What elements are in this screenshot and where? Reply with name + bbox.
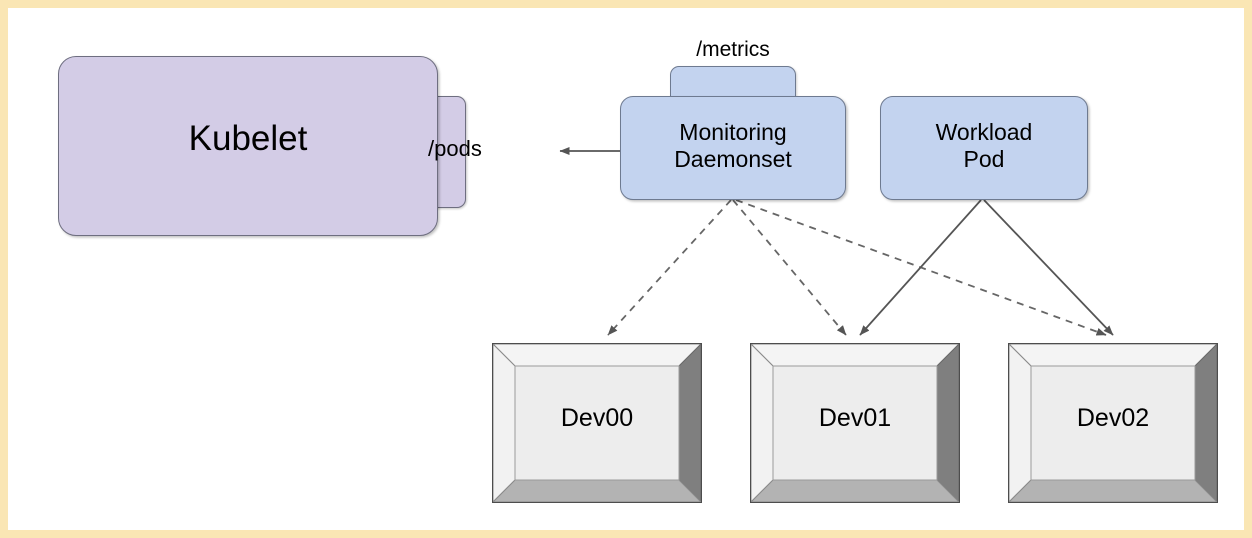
edge-monitoring-to-dev01 [732,199,847,336]
device-node-dev00[interactable]: Dev00 [492,343,702,503]
device-bevel-icon [1009,344,1217,502]
monitoring-daemonset-node[interactable]: Monitoring Daemonset [620,66,846,202]
edge-monitoring-to-dev02 [735,199,1107,336]
kubelet-label: Kubelet [188,119,308,158]
workload-pod-node[interactable]: Workload Pod [880,96,1088,200]
diagram-canvas: Kubelet /pods /metrics Monitoring Daemon… [8,8,1244,530]
edge-workload-to-dev01 [859,199,982,336]
monitoring-daemonset-label: Monitoring Daemonset [674,119,792,173]
workload-pod-label: Workload Pod [935,119,1033,173]
edge-workload-to-dev02 [983,199,1114,336]
device-bevel-icon [751,344,959,502]
edge-monitoring-to-dev00 [607,199,732,336]
device-node-dev02[interactable]: Dev02 [1008,343,1218,503]
metrics-port-label: /metrics [696,38,770,61]
pods-port-label: /pods [428,136,482,161]
device-bevel-icon [493,344,701,502]
kubelet-box[interactable]: Kubelet [58,56,438,236]
device-node-dev01[interactable]: Dev01 [750,343,960,503]
monitoring-daemonset-box[interactable]: Monitoring Daemonset [620,96,846,200]
kubelet-node[interactable]: Kubelet [58,56,468,251]
